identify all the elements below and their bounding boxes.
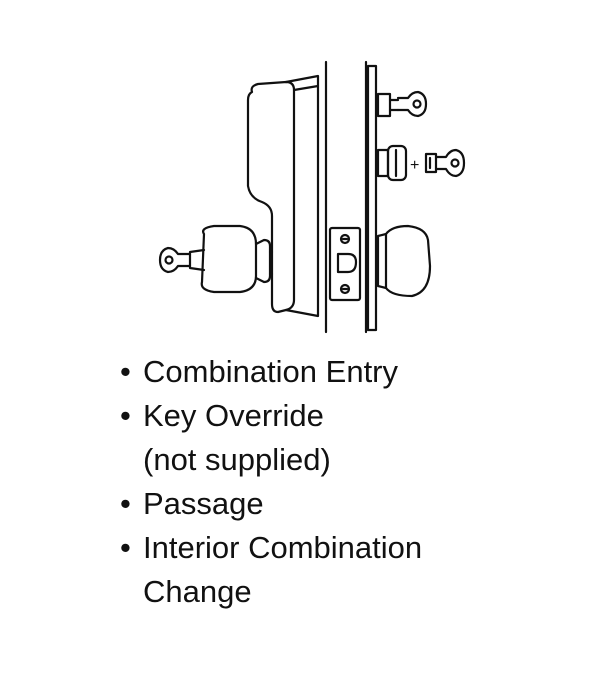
feature-text-continued: (not supplied) (143, 442, 331, 477)
feature-text: Combination Entry (143, 354, 399, 389)
door-edge (324, 60, 378, 334)
latch-plate-icon (328, 226, 362, 302)
bullet: • (120, 398, 131, 433)
feature-item-interior-combination-change: • Interior Combination Change (118, 526, 578, 614)
key-cylinder-icon (376, 90, 428, 118)
feature-text: Key Override (143, 398, 324, 433)
feature-item-passage: • Passage (118, 482, 578, 526)
key-icon (424, 148, 466, 178)
feature-text: Interior Combination (143, 530, 423, 565)
feature-item-combination-entry: • Combination Entry (118, 350, 578, 394)
bullet: • (120, 486, 131, 521)
thumb-turn-icon (376, 144, 408, 182)
lock-diagram: + (158, 60, 466, 334)
feature-text: Passage (143, 486, 264, 521)
feature-list: • Combination Entry • Key Override (not … (118, 350, 578, 614)
feature-text-continued: Change (143, 574, 252, 609)
feature-item-key-override: • Key Override (not supplied) (118, 394, 578, 482)
lever-handle-icon (376, 224, 432, 298)
bullet: • (120, 530, 131, 565)
key-icon (158, 246, 192, 274)
plus-sign: + (410, 157, 419, 174)
bullet: • (120, 354, 131, 389)
keypad-housing-icon (246, 74, 320, 318)
door-knob-icon (188, 224, 274, 294)
